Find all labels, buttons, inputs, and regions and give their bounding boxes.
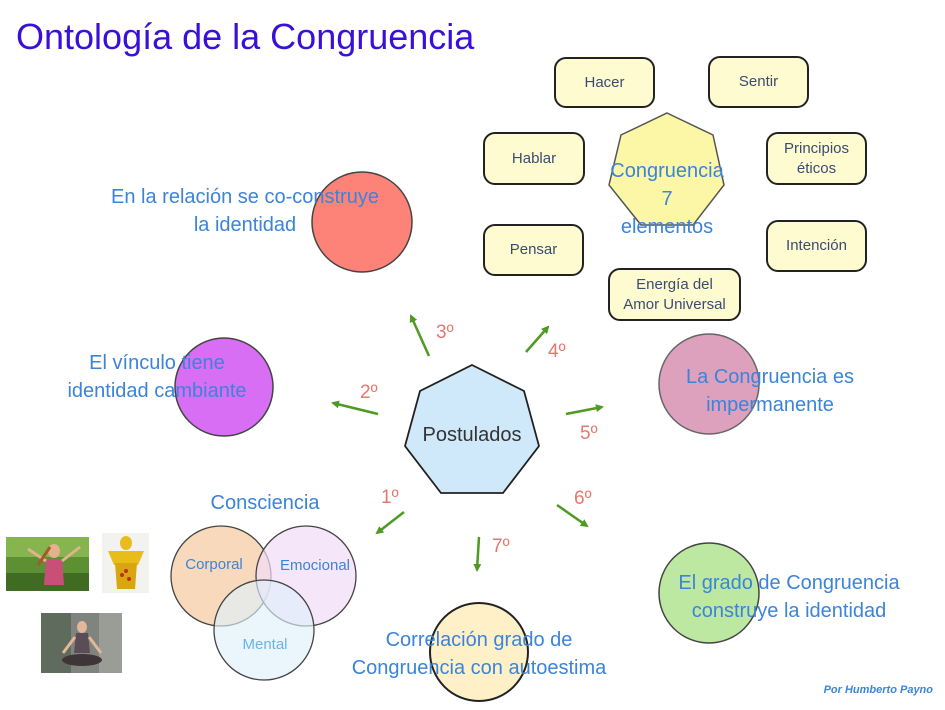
number-1: 1º xyxy=(381,487,399,508)
consciencia-title: Consciencia xyxy=(210,492,320,514)
postulate-changing-bond: El vínculo tiene identidad cambiante xyxy=(52,349,262,405)
postulate-3-line1: En la relación se co-construye xyxy=(111,186,379,208)
postulate-7-line1: Correlación grado de xyxy=(385,629,573,651)
arrow-7 xyxy=(473,536,482,572)
arrow-3 xyxy=(409,314,431,357)
postulate-6-line1: El grado de Congruencia xyxy=(678,572,900,594)
element-principios-line2: éticos xyxy=(796,159,837,177)
arrow-2 xyxy=(331,400,379,416)
congruence-heptagon xyxy=(608,112,725,226)
element-intencion-label: Intención xyxy=(786,237,847,254)
element-energia-line1: Energía del xyxy=(636,275,713,293)
element-sentir: Sentir xyxy=(708,56,809,108)
congruence-label: Congruencia 7 elementos xyxy=(605,157,729,241)
venn-mental xyxy=(213,579,315,681)
number-6: 6º xyxy=(574,488,592,509)
element-pensar-label: Pensar xyxy=(509,241,558,258)
postulate-2-line1: El vínculo tiene xyxy=(89,352,225,374)
arrow-4 xyxy=(525,325,550,353)
element-pensar: Pensar xyxy=(483,224,584,276)
postulates-label: Postulados xyxy=(422,424,522,446)
circle-impermanence xyxy=(658,333,760,435)
circle-identity-degree xyxy=(658,542,760,644)
postulate-impermanence: La Congruencia es impermanente xyxy=(660,363,880,419)
element-principios-line1: Principios xyxy=(783,139,850,157)
circle-changing-bond xyxy=(174,337,274,437)
postulate-self-esteem: Correlación grado de Congruencia con aut… xyxy=(329,626,629,682)
element-intencion: Intención xyxy=(766,220,867,272)
postulate-7-line2: Congruencia con autoestima xyxy=(351,657,607,679)
element-principios-eticos: Principios éticos xyxy=(766,132,867,185)
number-7: 7º xyxy=(492,536,510,557)
arrow-6 xyxy=(556,503,589,528)
postulate-2-line2: identidad cambiante xyxy=(67,380,247,402)
number-2: 2º xyxy=(360,382,378,403)
venn-emocional-label: Emocional xyxy=(279,557,351,574)
circle-coconstruction xyxy=(311,171,413,273)
venn-corporal-label: Corporal xyxy=(185,556,243,573)
postulate-3-line2: la identidad xyxy=(193,214,297,236)
postulate-5-line1: La Congruencia es xyxy=(686,366,854,388)
photo-woman-nature xyxy=(6,537,89,591)
postulate-coconstruction: En la relación se co-construye la identi… xyxy=(90,183,400,239)
arrow-1 xyxy=(375,511,405,535)
congruence-line1: Congruencia xyxy=(610,160,724,182)
element-hablar: Hablar xyxy=(483,132,585,185)
element-hacer: Hacer xyxy=(554,57,655,108)
element-sentir-label: Sentir xyxy=(738,73,779,90)
element-energia: Energía del Amor Universal xyxy=(608,268,741,321)
element-energia-line2: Amor Universal xyxy=(623,295,726,313)
number-5: 5º xyxy=(580,423,598,444)
congruence-line3: elementos xyxy=(620,216,714,238)
number-3: 3º xyxy=(436,322,454,343)
photo-woman-meditating xyxy=(41,613,122,673)
author-credit: Por Humberto Payno xyxy=(823,684,933,696)
circle-self-esteem xyxy=(429,602,529,702)
page-title: Ontología de la Congruencia xyxy=(16,16,475,57)
element-hacer-label: Hacer xyxy=(584,73,625,91)
postulate-5-line2: impermanente xyxy=(706,394,834,416)
postulates-heptagon xyxy=(404,363,540,494)
venn-mental-label: Mental xyxy=(242,636,288,653)
postulate-6-line2: construye la identidad xyxy=(691,600,887,622)
photo-yellow-sculpture xyxy=(102,533,149,593)
congruence-line2: 7 xyxy=(661,188,673,210)
arrow-5 xyxy=(565,404,604,416)
postulate-identity-degree: El grado de Congruencia construye la ide… xyxy=(654,569,924,625)
element-hablar-label: Hablar xyxy=(511,149,557,167)
number-4: 4º xyxy=(548,341,566,362)
